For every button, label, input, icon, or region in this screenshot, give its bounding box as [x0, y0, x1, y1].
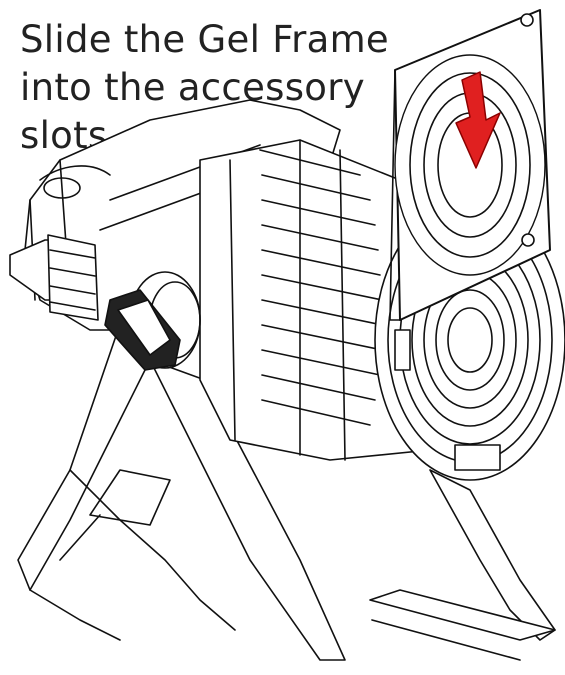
- tilt-knob: [104, 271, 201, 371]
- side-handle: [9, 234, 99, 321]
- instruction-text: Slide the Gel Frame into the accessory s…: [20, 18, 389, 157]
- cooling-fins: [199, 139, 431, 461]
- down-arrow-icon: [455, 71, 501, 169]
- gel-frame: [389, 9, 551, 321]
- yoke-stand: [17, 329, 556, 661]
